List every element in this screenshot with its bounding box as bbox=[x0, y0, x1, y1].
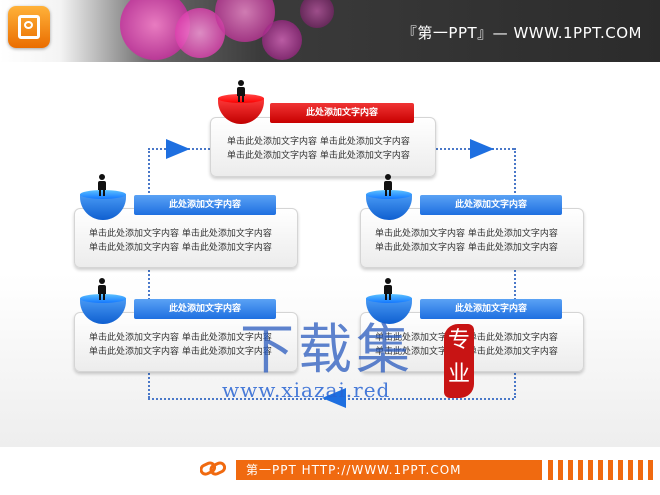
connector-line bbox=[148, 370, 150, 398]
step-card-left-lower: 单击此处添加文字内容 单击此处添加文字内容 单击此处添加文字内容 单击此处添加文… bbox=[74, 312, 298, 372]
header-title: 『第一PPT』— WWW.1PPT.COM bbox=[401, 24, 642, 42]
arrow-right-icon bbox=[470, 139, 494, 159]
footer: 第一PPT HTTP://WWW.1PPT.COM bbox=[0, 447, 660, 495]
watermark-text: 下载集 bbox=[240, 318, 414, 381]
footer-link[interactable]: 第一PPT HTTP://WWW.1PPT.COM bbox=[246, 463, 462, 477]
card-text-line[interactable]: 单击此处添加文字内容 单击此处添加文字内容 bbox=[89, 229, 272, 239]
person-icon bbox=[236, 80, 246, 102]
step-card-left-upper: 单击此处添加文字内容 单击此处添加文字内容 单击此处添加文字内容 单击此处添加文… bbox=[74, 208, 298, 268]
card-text-line[interactable]: 单击此处添加文字内容 单击此处添加文字内容 bbox=[89, 347, 272, 357]
card-text-line[interactable]: 单击此处添加文字内容 单击此处添加文字内容 bbox=[89, 243, 272, 253]
person-icon bbox=[97, 174, 107, 196]
presentation-icon bbox=[8, 6, 50, 48]
step-label-right-upper[interactable]: 此处添加文字内容 bbox=[420, 195, 562, 215]
card-text-line[interactable]: 单击此处添加文字内容 单击此处添加文字内容 bbox=[375, 243, 558, 253]
footer-stripes bbox=[548, 460, 654, 480]
card-text-line[interactable]: 单击此处添加文字内容 单击此处添加文字内容 bbox=[89, 333, 272, 343]
connector-line bbox=[148, 266, 150, 312]
step-label-left-upper[interactable]: 此处添加文字内容 bbox=[134, 195, 276, 215]
card-text-line[interactable]: 单击此处添加文字内容 单击此处添加文字内容 bbox=[375, 229, 558, 239]
connector-line bbox=[514, 370, 516, 398]
watermark-url: www.xiazai.red bbox=[222, 378, 391, 402]
connector-line bbox=[514, 266, 516, 312]
step-label-left-lower[interactable]: 此处添加文字内容 bbox=[134, 299, 276, 319]
bokeh-decoration bbox=[300, 0, 334, 28]
step-label-top[interactable]: 此处添加文字内容 bbox=[270, 103, 414, 123]
connector-line bbox=[514, 148, 516, 208]
connector-line bbox=[148, 148, 150, 208]
arrow-right-icon bbox=[166, 139, 190, 159]
person-icon bbox=[383, 278, 393, 300]
card-text-line[interactable]: 单击此处添加文字内容 单击此处添加文字内容 bbox=[227, 137, 410, 147]
person-icon bbox=[383, 174, 393, 196]
step-card-top: 单击此处添加文字内容 单击此处添加文字内容 单击此处添加文字内容 单击此处添加文… bbox=[210, 117, 436, 177]
header-banner: 『第一PPT』— WWW.1PPT.COM bbox=[0, 0, 660, 62]
arrow-left-icon bbox=[322, 388, 346, 408]
person-icon bbox=[97, 278, 107, 300]
footer-bar bbox=[236, 460, 542, 480]
card-text-line[interactable]: 单击此处添加文字内容 单击此处添加文字内容 bbox=[227, 151, 410, 161]
step-label-right-lower[interactable]: 此处添加文字内容 bbox=[420, 299, 562, 319]
link-icon bbox=[200, 461, 226, 476]
bokeh-decoration bbox=[262, 20, 302, 60]
watermark-seal: 专业 bbox=[444, 324, 474, 398]
